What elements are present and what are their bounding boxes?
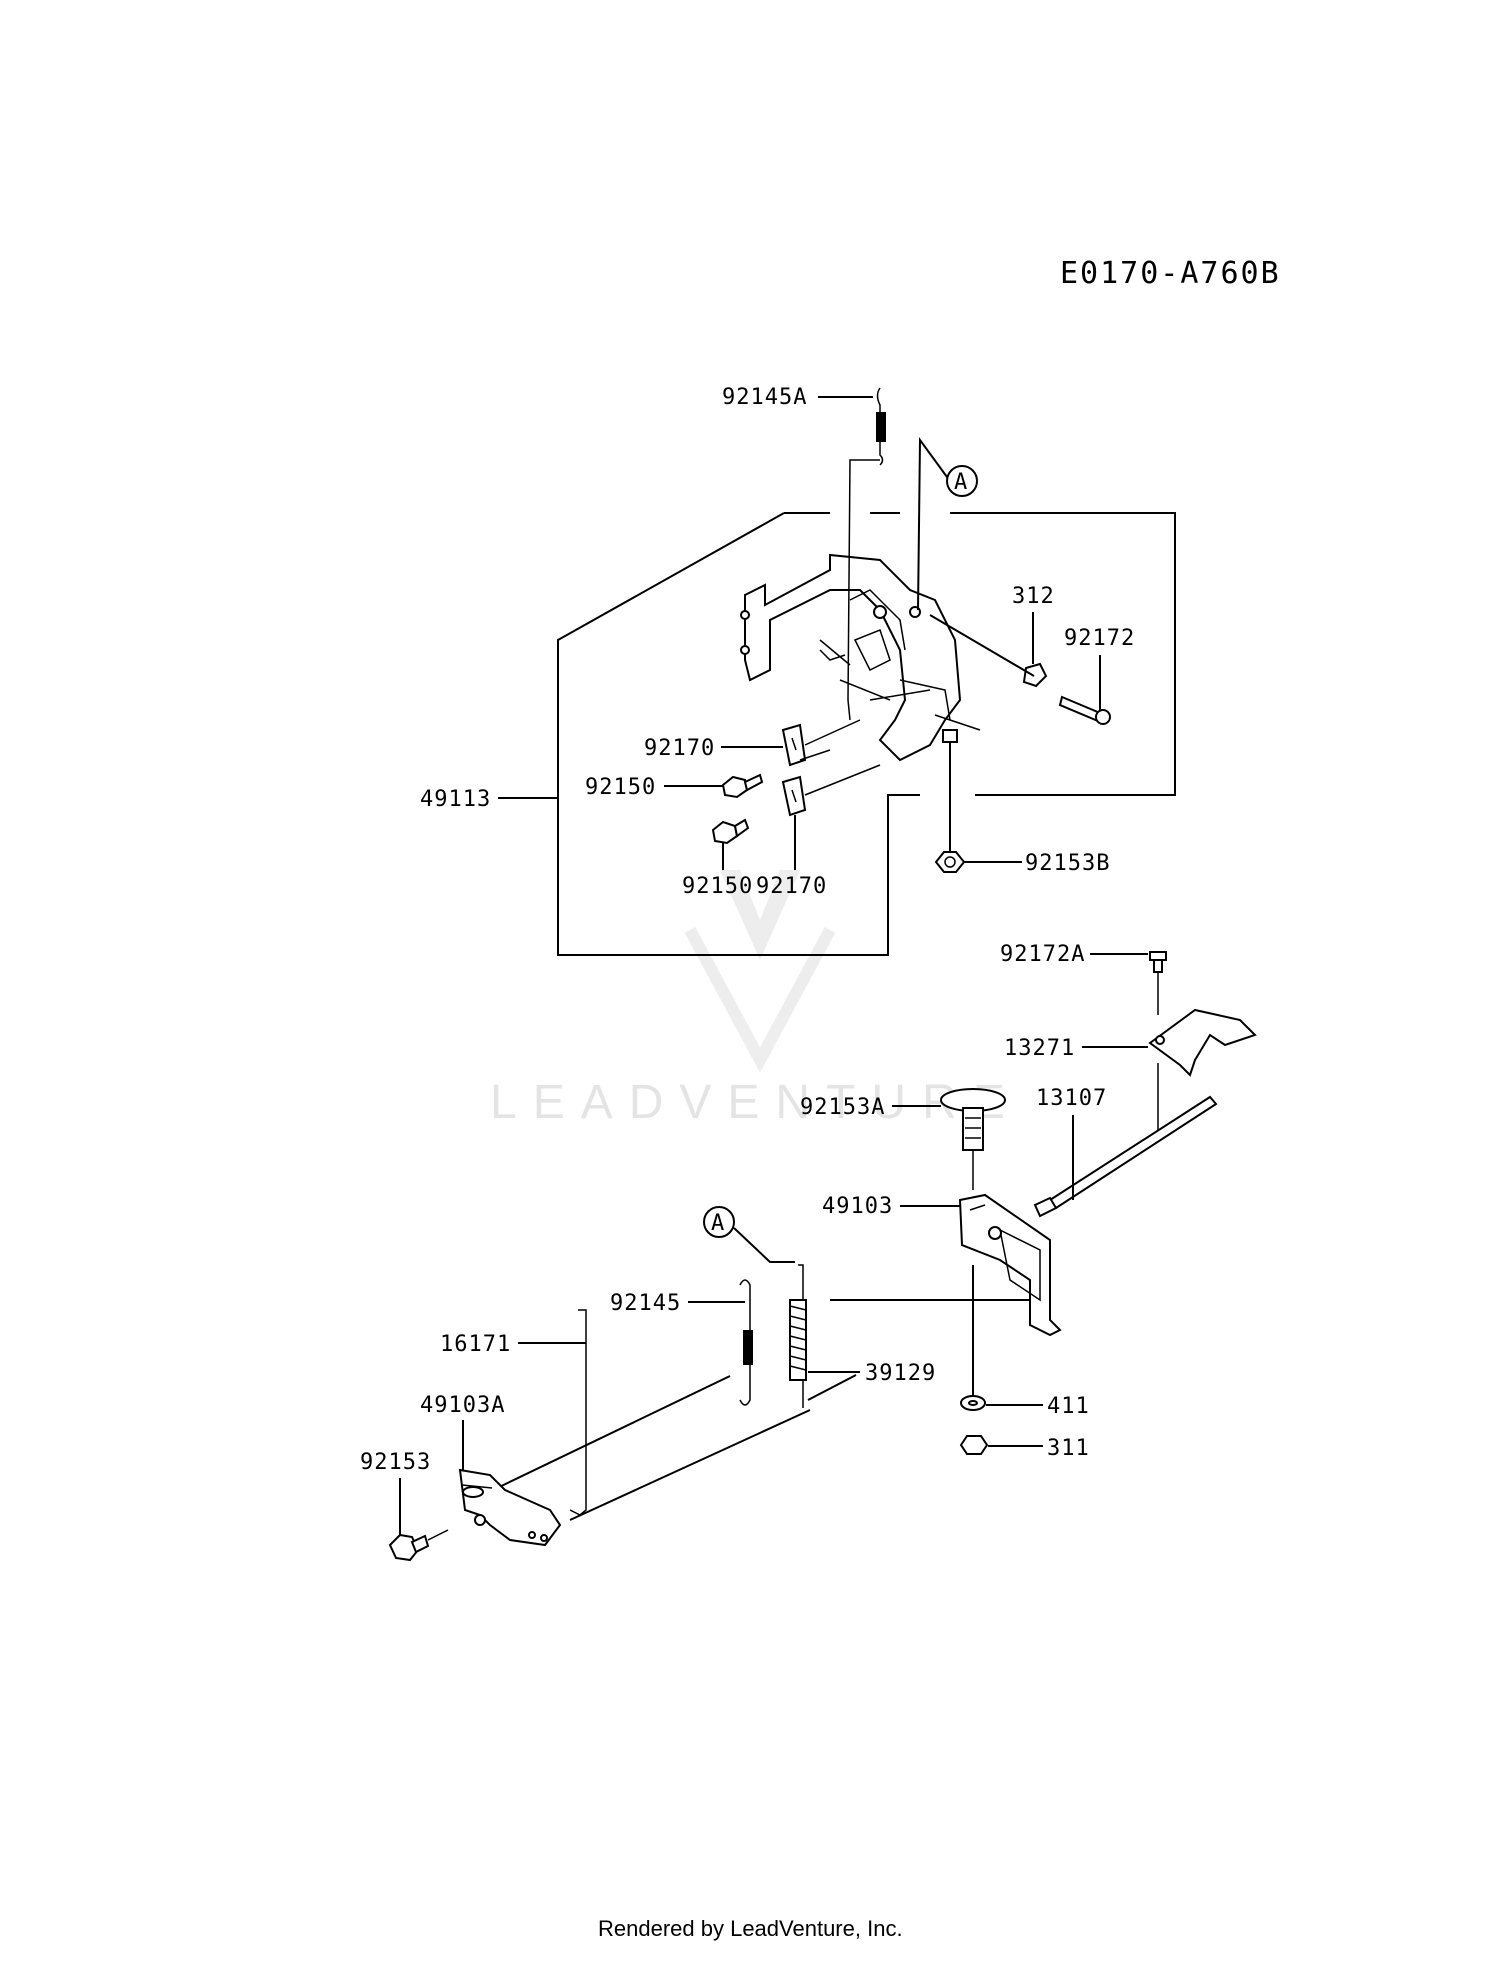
bolt-92153 [388, 1529, 449, 1562]
spring-92145 [739, 1279, 753, 1406]
watermark-text: LEADVENTURE [490, 1076, 1021, 1129]
label-92153A: 92153A [800, 1095, 885, 1120]
shaft-13107 [1033, 1063, 1218, 1218]
plate-13271 [1148, 1008, 1257, 1077]
label-92153B: 92153B [1025, 851, 1110, 876]
bolt-92153A [940, 1088, 1006, 1190]
spring-39129 [789, 1264, 807, 1408]
nut-312 [929, 614, 1048, 688]
label-92170-lower: 92170 [756, 874, 827, 899]
label-92150-lower: 92150 [682, 874, 753, 899]
label-92145: 92145 [610, 1291, 681, 1316]
watermark-logo [684, 870, 836, 1073]
nut-311 [959, 1435, 989, 1455]
label-49113: 49113 [420, 787, 491, 812]
part-labels: 92145A 312 92172 92170 92150 49113 92150… [360, 385, 1148, 1535]
diagram-code: E0170-A760B [1060, 256, 1281, 291]
rod-16171 [569, 1309, 587, 1516]
label-39129: 39129 [865, 1361, 936, 1386]
clip-92170-upper [781, 719, 861, 767]
bracket-49103A [458, 1468, 562, 1547]
label-92145A: 92145A [722, 385, 807, 410]
bracket-49103 [958, 1193, 1062, 1337]
lower-shaft [492, 1299, 1030, 1521]
callout-a-upper [946, 465, 978, 497]
label-92172: 92172 [1064, 626, 1135, 651]
washer-411 [960, 1265, 986, 1411]
label-13107: 13107 [1036, 1086, 1107, 1111]
label-411: 411 [1047, 1394, 1090, 1419]
bolt-92150-lower [711, 818, 750, 845]
footer-credit: Rendered by LeadVenture, Inc. [598, 1916, 903, 1941]
callout-a-lower-leader [733, 1227, 795, 1263]
label-92153: 92153 [360, 1450, 431, 1475]
clip-92170-lower [781, 764, 881, 817]
label-92150-upper: 92150 [585, 775, 656, 800]
label-13271: 13271 [1004, 1036, 1075, 1061]
bolt-92172 [1058, 695, 1111, 725]
label-16171: 16171 [440, 1332, 511, 1357]
callout-a-lower-letter: A [711, 1211, 725, 1236]
label-92170-upper: 92170 [644, 736, 715, 761]
assembly-49113-box [557, 512, 1176, 956]
label-311: 311 [1047, 1436, 1090, 1461]
callout-a-upper-leader [917, 436, 948, 611]
spring-92145A [847, 387, 886, 721]
bolt-92150-upper [721, 773, 764, 799]
label-92172A: 92172A [1000, 942, 1085, 967]
bolt-92172A [1149, 951, 1167, 1015]
bolt-92153B [934, 729, 966, 873]
label-312: 312 [1012, 584, 1055, 609]
label-49103: 49103 [822, 1194, 893, 1219]
callout-a-upper-letter: A [954, 470, 968, 495]
label-49103A: 49103A [420, 1393, 505, 1418]
callout-a-lower [703, 1206, 735, 1238]
